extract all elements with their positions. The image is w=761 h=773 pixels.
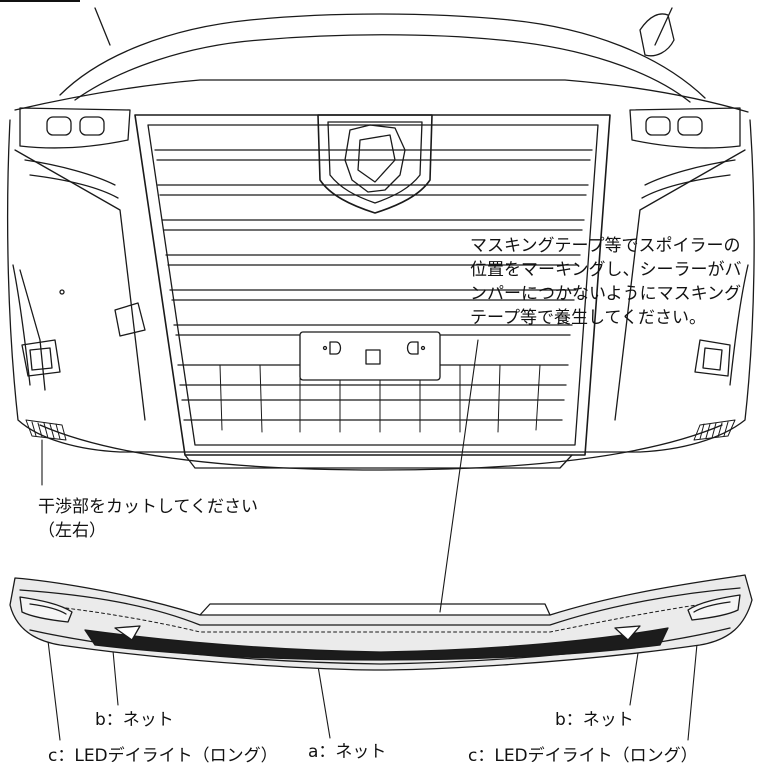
emblem-shield [317, 114, 433, 214]
mirror-right [639, 13, 675, 57]
spoiler-center-raise [199, 603, 551, 616]
license-plate [299, 331, 441, 381]
masking-note-line: ンパーにつかないようにマスキング [470, 284, 742, 304]
top-edge-mark [0, 0, 80, 2]
label-a-net: a：ネット [308, 742, 387, 762]
emblem-mark [344, 124, 406, 193]
side-panel-right [614, 149, 746, 421]
headlamp-left-lens-1 [46, 116, 72, 136]
hood-outline [59, 13, 706, 99]
cut-note-line: （左右） [38, 521, 106, 541]
cut-area-left [25, 419, 67, 441]
cut-note-line: 干渉部をカットしてください [38, 497, 258, 517]
label-c-led-left: c：LEDデイライト（ロング） [48, 746, 278, 766]
spoiler-top-band [19, 587, 741, 626]
led-right [687, 594, 741, 621]
cut-area-right [693, 419, 736, 441]
a-pillar-right [654, 7, 673, 46]
lower-grille-mesh [219, 364, 541, 433]
headlamp-left-lens-2 [79, 116, 105, 136]
front-spoiler-illustration [9, 574, 753, 671]
plate-bolt-right [406, 341, 419, 355]
cut-interference-note: 干渉部をカットしてください （左右） [38, 495, 258, 543]
label-b-net-right: b：ネット [555, 710, 634, 730]
net-b-right [614, 625, 641, 641]
masking-note-line: 位置をマーキングし、シーラーがバ [470, 260, 742, 280]
bumper-body [6, 119, 755, 453]
a-pillar-left [94, 7, 111, 46]
grille-frame [134, 114, 611, 456]
hood-front-edge [14, 79, 749, 113]
grille-bars [154, 149, 593, 421]
fog-left [21, 339, 61, 377]
net-a [84, 627, 669, 661]
masking-tape-note: マスキングテープ等でスポイラーの 位置をマーキングし、シーラーがバ ンパーにつか… [470, 234, 760, 330]
leader-masking [439, 339, 479, 613]
vent-left [114, 302, 146, 337]
masking-note-line: マスキングテープ等でスポイラーの [470, 236, 741, 256]
plate-bolt-left [329, 341, 342, 355]
bumper-chin [184, 454, 573, 469]
bumper-lower-edge [39, 424, 723, 471]
plate-center-mark [365, 349, 381, 365]
fog-right [694, 339, 731, 377]
led-left [19, 596, 73, 623]
side-panel-left [14, 149, 146, 421]
net-b-left [114, 625, 141, 641]
masking-note-line: テープ等で養生してください。 [470, 308, 706, 328]
car-front-illustration [6, 7, 755, 471]
headlamp-right-lens-2 [677, 116, 703, 136]
headlamp-right-lens-1 [645, 116, 671, 136]
hood-inner-line [74, 34, 691, 103]
label-b-net-left: b：ネット [95, 710, 174, 730]
headlamp-right [629, 107, 741, 149]
sensor-left [59, 289, 65, 295]
headlamp-left [19, 107, 131, 149]
label-c-led-right: c：LEDデイライト（ロング） [468, 746, 698, 766]
